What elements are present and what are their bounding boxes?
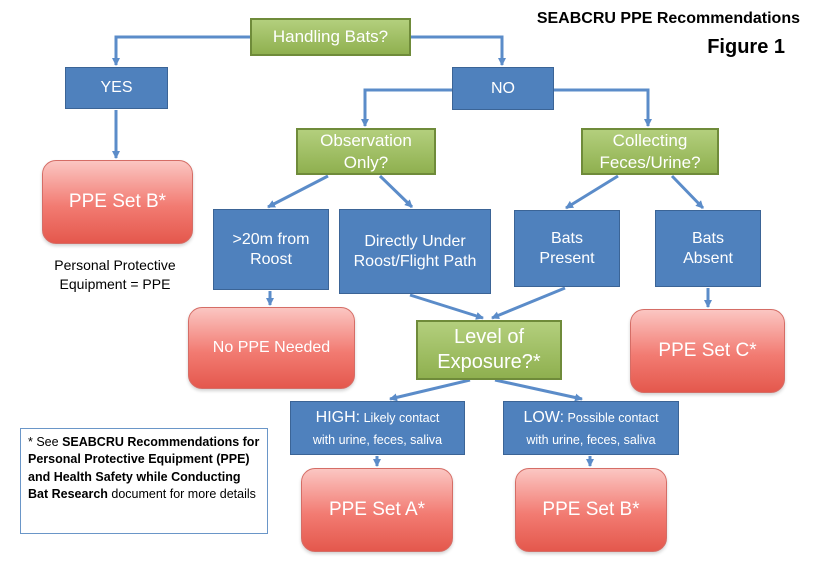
yes-node: YES xyxy=(65,67,168,109)
low-exposure-title: LOW: xyxy=(523,408,565,426)
connector-collecting-present xyxy=(565,174,619,210)
chart-title: SEABCRU PPE Recommendations xyxy=(536,10,800,27)
figure-label: Figure 1 xyxy=(707,36,785,58)
low-exposure-line1: LOW: Possible contact xyxy=(523,406,658,431)
ppe-set-c-node: PPE Set C* xyxy=(630,309,785,393)
bats-present-node: Bats Present xyxy=(514,210,620,287)
connector-exposure-high xyxy=(389,378,471,402)
ppe-definition-note: Personal Protective Equipment = PPE xyxy=(54,257,176,292)
no-node: NO xyxy=(452,67,554,110)
ppe-set-a-node: PPE Set A* xyxy=(301,468,453,552)
far-from-roost-node: >20m from Roost xyxy=(213,209,329,290)
connector-present-exposure xyxy=(491,286,566,320)
connector-handling-yes xyxy=(112,35,250,66)
footnote-box: * See SEABCRU Recommendations for Person… xyxy=(20,428,268,534)
collecting-node: Collecting Feces/Urine? xyxy=(581,128,719,175)
high-exposure-node: HIGH: Likely contact with urine, feces, … xyxy=(290,401,465,455)
connector-handling-no xyxy=(411,35,506,66)
high-exposure-desc: Likely contact xyxy=(363,410,440,425)
high-exposure-title: HIGH: xyxy=(315,408,361,426)
ppe-set-b-bottom-node: PPE Set B* xyxy=(515,468,667,552)
connector-exposure-low xyxy=(494,378,583,402)
handling-bats-node: Handling Bats? xyxy=(250,18,411,56)
low-exposure-desc-line2: with urine, feces, saliva xyxy=(526,432,656,447)
connector-observation-under xyxy=(378,174,414,209)
footnote-document-title: SEABCRU Recommendations for Personal Pro… xyxy=(28,435,260,501)
bats-absent-node: Bats Absent xyxy=(655,210,761,287)
footnote-suffix: document for more details xyxy=(107,486,256,501)
connector-no-observation xyxy=(361,88,452,127)
connector-collecting-absent xyxy=(670,174,705,210)
observation-only-node: Observation Only? xyxy=(296,128,436,175)
high-exposure-desc-line2: with urine, feces, saliva xyxy=(312,432,443,447)
directly-under-node: Directly Under Roost/Flight Path xyxy=(339,209,491,294)
connector-under-exposure xyxy=(409,293,484,320)
high-exposure-line1: HIGH: Likely contact xyxy=(316,406,440,431)
level-of-exposure-node: Level of Exposure?* xyxy=(416,320,562,380)
footnote-prefix: * See xyxy=(28,435,63,449)
connector-observation-far xyxy=(267,174,329,209)
low-exposure-desc: Possible contact xyxy=(567,410,659,425)
no-ppe-needed-node: No PPE Needed xyxy=(188,307,355,389)
ppe-set-b-top-node: PPE Set B* xyxy=(42,160,193,244)
connector-no-collecting xyxy=(554,88,652,127)
low-exposure-node: LOW: Possible contact with urine, feces,… xyxy=(503,401,679,455)
